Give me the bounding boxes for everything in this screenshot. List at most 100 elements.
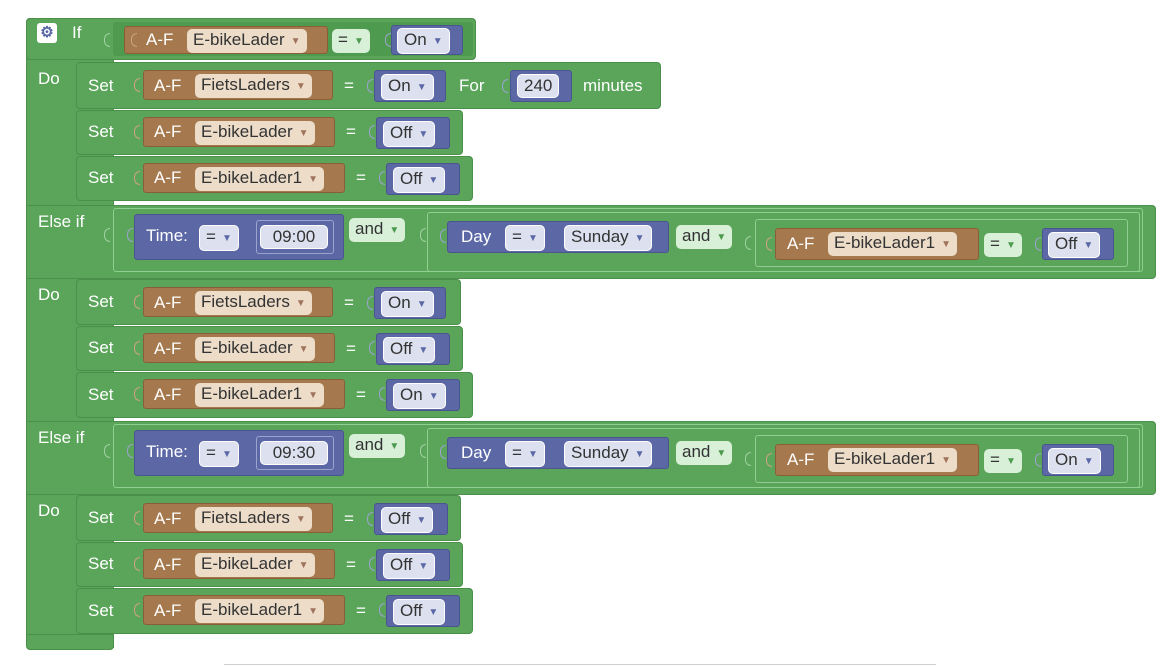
input-notch-icon bbox=[131, 33, 137, 47]
day-value: Sunday bbox=[571, 443, 629, 462]
device-type-label: A-F bbox=[154, 509, 182, 528]
value-dropdown[interactable]: Off ▼ bbox=[381, 507, 434, 533]
operator-dropdown[interactable]: =▼ bbox=[332, 29, 370, 53]
caret-down-icon: ▼ bbox=[527, 449, 538, 460]
and-dropdown[interactable]: and ▼ bbox=[676, 441, 733, 465]
device-type-label: A-F bbox=[154, 168, 182, 187]
device-dropdown-label: FietsLaders bbox=[201, 508, 290, 527]
device-dropdown[interactable]: E-bikeLader1▼ bbox=[195, 599, 325, 623]
caret-down-icon: ▼ bbox=[418, 561, 429, 572]
caret-down-icon: ▼ bbox=[1005, 456, 1016, 467]
equals-label: = bbox=[356, 168, 366, 187]
device-dropdown[interactable]: E-bikeLader▼ bbox=[195, 337, 315, 361]
value-dropdown[interactable]: Off▼ bbox=[393, 167, 446, 193]
device-dropdown[interactable]: FietsLaders▼ bbox=[195, 507, 312, 531]
time-input[interactable]: 09:00 bbox=[260, 225, 328, 249]
device-dropdown-label: E-bikeLader bbox=[201, 554, 293, 573]
device-dropdown[interactable]: E-bikeLader ▼ bbox=[195, 121, 315, 145]
and-label: and bbox=[355, 435, 384, 454]
value-dropdown[interactable]: Off▼ bbox=[1048, 232, 1101, 258]
day-operator-dropdown[interactable]: =▼ bbox=[505, 225, 545, 251]
device-dropdown[interactable]: E-bikeLader ▼ bbox=[195, 553, 315, 577]
value-dropdown[interactable]: On ▼ bbox=[1048, 448, 1101, 474]
time-label: Time: bbox=[146, 226, 188, 245]
day-operator-dropdown[interactable]: =▼ bbox=[505, 441, 545, 467]
value-label: On bbox=[1055, 450, 1078, 469]
input-notch-icon bbox=[379, 387, 385, 401]
value-dropdown[interactable]: On▼ bbox=[381, 291, 434, 317]
input-notch-icon bbox=[420, 444, 426, 458]
time-input[interactable]: 09:30 bbox=[260, 441, 328, 465]
and-label: and bbox=[682, 442, 711, 461]
and-dropdown[interactable]: and▼ bbox=[676, 225, 733, 249]
device-type-label: A-F bbox=[787, 450, 815, 469]
caret-down-icon: ▼ bbox=[716, 232, 727, 243]
equals-label: = bbox=[344, 293, 354, 312]
and-dropdown[interactable]: and▼ bbox=[349, 434, 406, 458]
device-type-label: A-F bbox=[154, 122, 182, 141]
device-dropdown[interactable]: E-bikeLader1▼ bbox=[195, 167, 325, 191]
device-dropdown[interactable]: FietsLaders▼ bbox=[195, 291, 312, 315]
day-value: Sunday bbox=[571, 227, 629, 246]
device-dropdown-label: E-bikeLader1 bbox=[201, 600, 303, 619]
operator-dropdown[interactable]: =▼ bbox=[984, 233, 1022, 257]
value-label: Off bbox=[390, 555, 413, 574]
device-dropdown[interactable]: E-bikeLader1▼ bbox=[828, 448, 958, 472]
value-dropdown[interactable]: On▼ bbox=[397, 28, 450, 54]
input-notch-icon bbox=[369, 557, 375, 571]
input-notch-icon bbox=[134, 295, 140, 309]
value-label: Off bbox=[400, 601, 423, 620]
time-operator-dropdown[interactable]: =▼ bbox=[199, 441, 239, 467]
caret-down-icon: ▼ bbox=[416, 82, 427, 93]
device-dropdown-label: FietsLaders bbox=[201, 292, 290, 311]
value-dropdown[interactable]: Off▼ bbox=[383, 121, 436, 147]
value-label: Off bbox=[388, 509, 411, 528]
input-notch-icon bbox=[127, 228, 133, 242]
day-dropdown[interactable]: Sunday▼ bbox=[564, 225, 652, 251]
caret-down-icon: ▼ bbox=[941, 239, 952, 250]
device-dropdown[interactable]: E-bikeLader1▼ bbox=[195, 383, 325, 407]
value-dropdown[interactable]: On▼ bbox=[381, 74, 434, 100]
caret-down-icon: ▼ bbox=[1083, 456, 1094, 467]
value-dropdown[interactable]: Off▼ bbox=[383, 337, 436, 363]
equals-label: = bbox=[356, 385, 366, 404]
and-dropdown[interactable]: and▼ bbox=[349, 218, 406, 242]
caret-down-icon: ▼ bbox=[1005, 240, 1016, 251]
input-notch-icon bbox=[766, 237, 772, 251]
value-dropdown[interactable]: Off ▼ bbox=[383, 553, 436, 579]
do-label: Do bbox=[38, 501, 60, 520]
device-dropdown[interactable]: FietsLaders▼ bbox=[195, 74, 312, 98]
caret-down-icon: ▼ bbox=[716, 448, 727, 459]
gear-icon[interactable]: ⚙ bbox=[37, 23, 57, 43]
input-notch-icon bbox=[134, 387, 140, 401]
caret-down-icon: ▼ bbox=[418, 129, 429, 140]
value-label: On bbox=[404, 30, 427, 49]
equals-label: = bbox=[344, 76, 354, 95]
input-notch-icon bbox=[134, 603, 140, 617]
input-notch-icon bbox=[420, 228, 426, 242]
device-dropdown-label: E-bikeLader bbox=[201, 122, 293, 141]
set-label: Set bbox=[88, 601, 114, 620]
device-dropdown[interactable]: E-bikeLader▼ bbox=[187, 29, 307, 53]
caret-down-icon: ▼ bbox=[1083, 240, 1094, 251]
device-type-label: A-F bbox=[154, 555, 182, 574]
value-dropdown[interactable]: Off▼ bbox=[393, 599, 446, 625]
day-dropdown[interactable]: Sunday▼ bbox=[564, 441, 652, 467]
device-dropdown-label: E-bikeLader1 bbox=[201, 384, 303, 403]
caret-down-icon: ▼ bbox=[298, 560, 309, 571]
operator-dropdown[interactable]: =▼ bbox=[984, 449, 1022, 473]
caret-down-icon: ▼ bbox=[221, 449, 232, 460]
input-notch-icon bbox=[379, 171, 385, 185]
caret-down-icon: ▼ bbox=[428, 391, 439, 402]
set-label: Set bbox=[88, 168, 114, 187]
value-dropdown[interactable]: On▼ bbox=[393, 383, 446, 409]
caret-down-icon: ▼ bbox=[416, 515, 427, 526]
device-type-label: A-F bbox=[154, 293, 182, 312]
caret-down-icon: ▼ bbox=[416, 299, 427, 310]
device-dropdown[interactable]: E-bikeLader1▼ bbox=[828, 232, 958, 256]
value-label: Off bbox=[400, 169, 423, 188]
time-operator-dropdown[interactable]: =▼ bbox=[199, 225, 239, 251]
input-notch-icon bbox=[369, 341, 375, 355]
caret-down-icon: ▼ bbox=[298, 128, 309, 139]
duration-input[interactable]: 240 bbox=[517, 74, 560, 98]
